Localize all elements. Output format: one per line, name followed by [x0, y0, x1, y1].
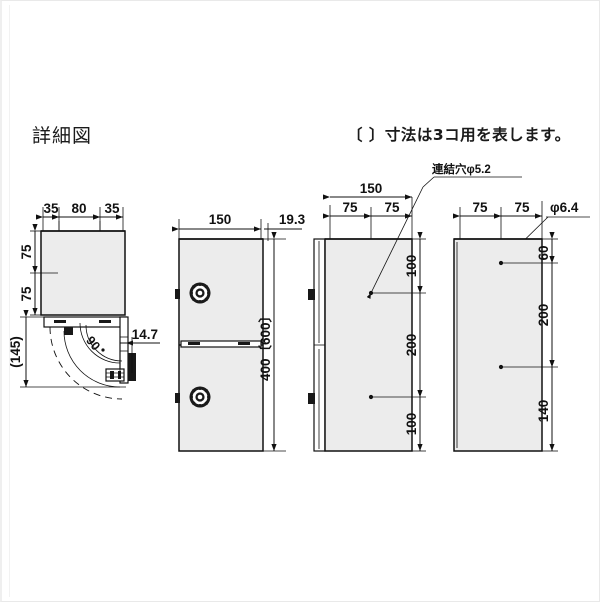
dim-rear-100-bottom: 100 — [404, 413, 419, 436]
dim-rear-width-150: 150 — [360, 181, 383, 196]
dim-hole-75-right: 75 — [514, 200, 530, 215]
dim-front-width-150: 150 — [209, 212, 232, 227]
dim-top-35-left: 35 — [43, 201, 59, 216]
dim-depth-75-lower: 75 — [19, 286, 34, 302]
hole-view-group: 75 75 φ6.4 60 200 140 — [453, 200, 590, 452]
dim-rear-75-left: 75 — [342, 200, 358, 215]
dim-projection-14-7: 14.7 — [132, 327, 158, 342]
front-view-group: 150 19.3 — [172, 212, 306, 452]
dim-top-35-right: 35 — [104, 201, 120, 216]
dim-rear-100-top: 100 — [404, 255, 419, 278]
page-title: 詳細図 — [32, 125, 93, 147]
top-view-group: 35 80 35 75 75 — [8, 201, 160, 400]
bracket-note: 〔 〕寸法は3コ用を表します。 — [347, 126, 571, 144]
dim-swing-angle-90: 90 — [83, 334, 103, 354]
dim-hole-60-top: 60 — [536, 245, 551, 260]
dim-hole-140-bottom: 140 — [536, 400, 551, 423]
rear-view-group: 連結穴φ5.2 150 75 75 — [308, 162, 522, 452]
dim-overall-depth-145: (145) — [8, 336, 23, 368]
dim-side-offset-19-3: 19.3 — [279, 212, 306, 227]
dim-hole-200-middle: 200 — [536, 304, 551, 327]
dim-front-height-400-600: 400〔600〕 — [258, 309, 273, 381]
callout-connection-hole: 連結穴φ5.2 — [432, 162, 491, 176]
dim-rear-200-middle: 200 — [404, 334, 419, 357]
dial-lock-upper — [189, 282, 211, 304]
dim-hole-75-left: 75 — [472, 200, 488, 215]
dim-depth-75-upper: 75 — [19, 244, 34, 260]
dim-top-80: 80 — [71, 201, 86, 216]
dial-lock-lower — [189, 386, 211, 408]
dim-rear-75-right: 75 — [384, 200, 400, 215]
callout-hole-diameter: φ6.4 — [550, 200, 579, 215]
